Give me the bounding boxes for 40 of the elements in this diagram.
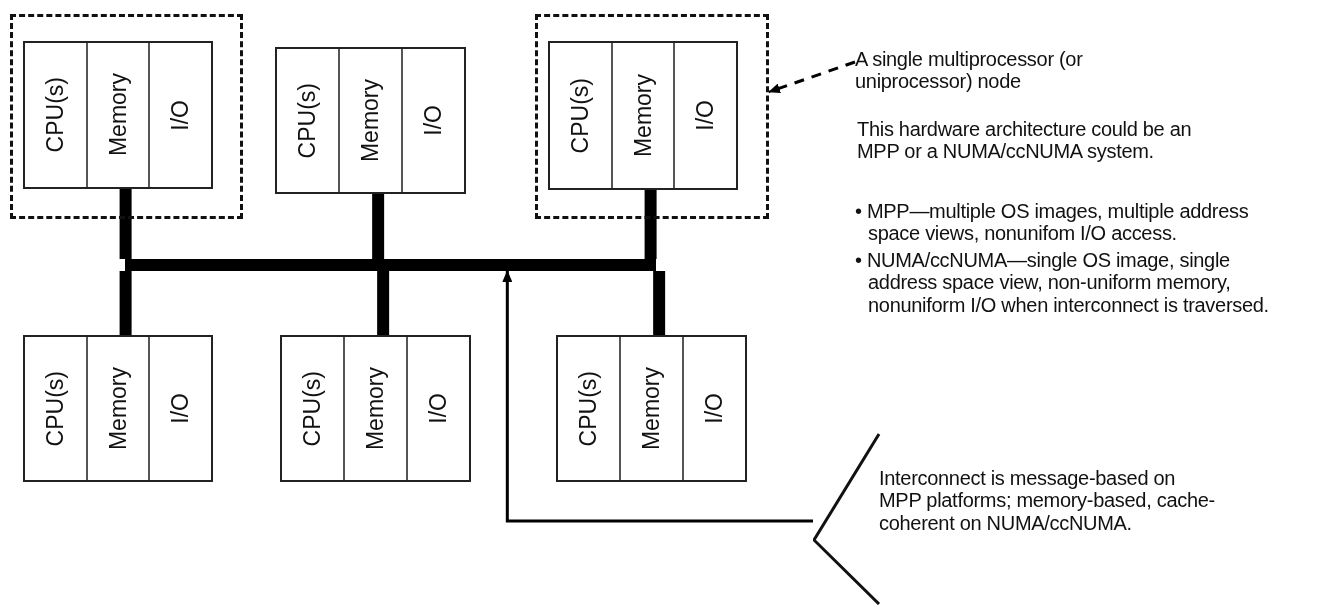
bus-connector (377, 271, 390, 335)
computer-node-box (23, 335, 213, 482)
cpu-label: CPU(s) (301, 370, 324, 447)
bus-connector (119, 189, 132, 259)
io-label: I/O (427, 393, 450, 424)
memory-label: Memory (106, 366, 130, 451)
io-label: I/O (169, 393, 193, 424)
note-text: This hardware architecture could be an MPP or a NUMA/ccNUMA system. (857, 118, 1193, 163)
computer-node-box (556, 335, 747, 482)
callout-text: Interconnect is message-based on MPP platforms; memory-based, cache-coherent on NUMA/ccNUMA. (879, 467, 1216, 535)
dashed-frame (10, 14, 243, 219)
interconnect-bar (125, 259, 656, 271)
bus-connector (119, 271, 132, 335)
dashed-frame (535, 14, 769, 219)
cpu-label: CPU(s) (43, 370, 67, 447)
dashed-arrow (768, 60, 856, 94)
arrow (502, 270, 813, 523)
bullet-text: • MPP—multiple OS images, multiple address space views, nonunifom I/O access. (855, 200, 1250, 245)
io-label: I/O (694, 100, 718, 131)
cpu-label: CPU(s) (296, 82, 319, 159)
memory-label: Memory (359, 78, 382, 163)
io-label: I/O (169, 99, 193, 131)
computer-node-box (275, 47, 466, 194)
computer-node-box (23, 41, 213, 189)
callout-text: A single multiprocessor (or uniprocessor) node (855, 48, 1185, 108)
bus-connector (372, 194, 385, 259)
bus-connector (644, 190, 657, 259)
cpu-label: CPU(s) (43, 77, 67, 153)
bullet-text: • NUMA/ccNUMA—single OS image, single address space view, non-uniform memory, nonuniform I/O when interconnect is traversed. (855, 248, 1270, 316)
memory-label: Memory (640, 366, 663, 451)
io-label: I/O (422, 105, 445, 136)
computer-node-box (548, 41, 738, 190)
computer-node-box (280, 335, 471, 482)
cpu-label: CPU(s) (568, 77, 592, 154)
memory-label: Memory (106, 73, 130, 157)
memory-label: Memory (631, 73, 655, 158)
memory-label: Memory (364, 366, 387, 451)
cpu-label: CPU(s) (577, 370, 600, 447)
io-label: I/O (703, 393, 726, 424)
bus-connector (653, 271, 666, 335)
